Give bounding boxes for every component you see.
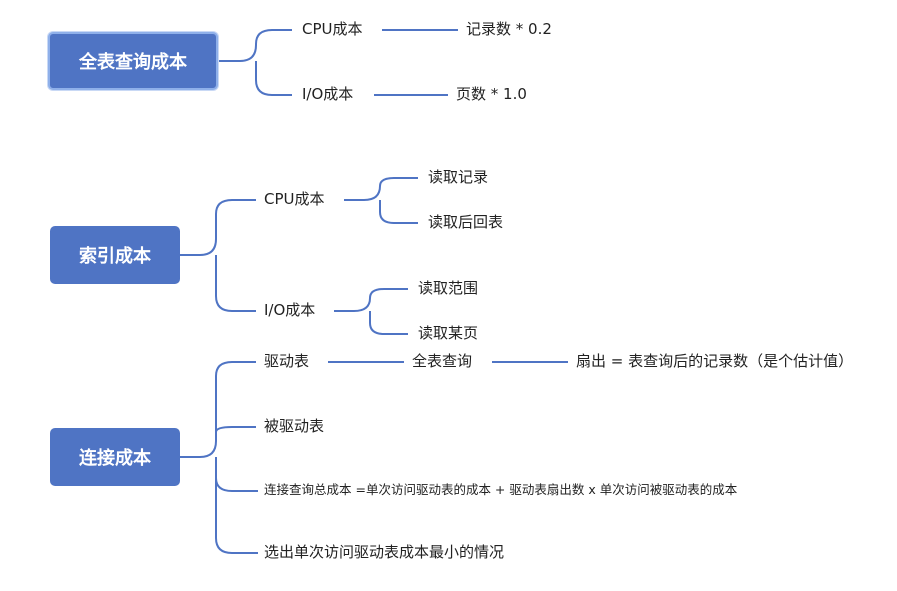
join-connectors [180,361,568,554]
fullscan-cpu-detail: 记录数 * 0.2 [464,20,554,38]
join-total-cost-formula: 连接查询总成本 =单次访问驱动表的成本 + 驱动表扇出数 x 单次访问被驱动表的… [262,482,740,497]
join-driving-table-label: 驱动表 [262,352,312,370]
index-connectors [180,177,418,335]
index-io-label: I/O成本 [262,301,318,319]
fullscan-cpu-label: CPU成本 [300,20,365,38]
join-driving-fullscan-label: 全表查询 [410,352,475,370]
join-cost-root-node[interactable]: 连接成本 [50,428,180,486]
fullscan-io-label: I/O成本 [300,85,356,103]
fullscan-io-detail: 页数 * 1.0 [454,85,529,103]
index-cpu-label: CPU成本 [262,190,327,208]
join-choose-min-label: 选出单次访问驱动表成本最小的情况 [262,543,507,561]
fullscan-connectors [218,29,458,96]
join-fanout-label: 扇出 = 表查询后的记录数（是个估计值） [574,352,856,370]
index-cpu-child-read-lookup: 读取后回表 [426,213,506,231]
index-cost-root-node[interactable]: 索引成本 [50,226,180,284]
index-io-child-read-page: 读取某页 [416,324,481,342]
index-cpu-child-read-record: 读取记录 [426,168,491,186]
index-io-child-read-range: 读取范围 [416,279,481,297]
join-driven-table-label: 被驱动表 [262,417,327,435]
fullscan-root-node[interactable]: 全表查询成本 [48,32,218,90]
